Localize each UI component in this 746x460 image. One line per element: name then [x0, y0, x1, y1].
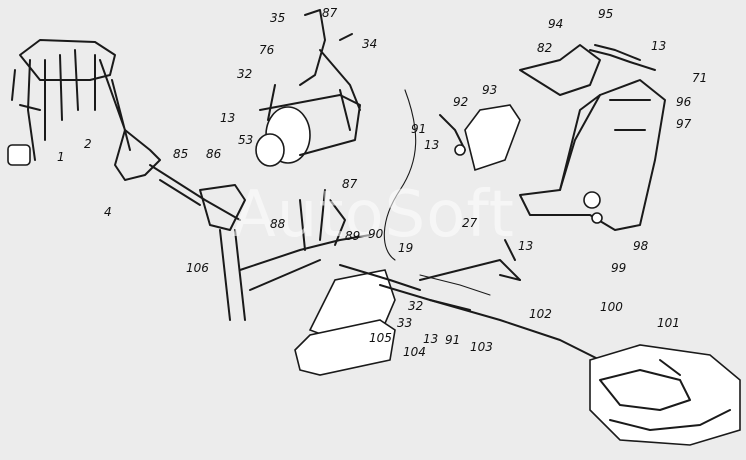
callout-95: 95: [598, 7, 614, 21]
callout-86: 86: [206, 147, 222, 161]
callout-13-rod: 13: [518, 239, 534, 253]
middle-shaft: [199, 184, 371, 321]
callout-32: 32: [237, 67, 253, 81]
callout-85: 85: [173, 147, 189, 161]
callout-103: 103: [470, 340, 493, 354]
mounting-bracket: [519, 44, 666, 231]
callout-96: 96: [676, 95, 692, 109]
lever-and-bracket: [114, 129, 241, 221]
callout-13-fork: 13: [424, 138, 440, 152]
callout-89: 89: [345, 229, 361, 243]
callout-27: 27: [462, 216, 478, 230]
callout-94: 94: [548, 17, 564, 31]
callout-87-lower: 87: [342, 177, 358, 191]
callout-71: 71: [692, 71, 708, 85]
callout-97: 97: [676, 117, 692, 131]
callout-32-lower: 32: [408, 299, 424, 313]
callout-2: 2: [84, 137, 92, 151]
callout-93: 93: [482, 83, 498, 97]
callout-76: 76: [259, 43, 275, 57]
callout-98: 98: [633, 239, 649, 253]
callout-91: 91: [411, 122, 427, 136]
callout-104: 104: [403, 345, 426, 359]
callout-35: 35: [270, 11, 286, 25]
upper-shaft-assembly: [255, 9, 361, 167]
callout-19: 19: [398, 241, 414, 255]
callout-92: 92: [453, 95, 469, 109]
callout-4: 4: [104, 205, 112, 219]
bell-housing: [294, 264, 471, 376]
callout-105: 105: [369, 331, 392, 345]
callout-91-lower: 91: [445, 333, 461, 347]
callout-53: 53: [238, 133, 254, 147]
callout-82: 82: [537, 41, 553, 55]
callout-33: 33: [397, 316, 413, 330]
callout-13-lower: 13: [423, 332, 439, 346]
pedal-bracket-assembly: [7, 39, 131, 166]
callout-87: 87: [322, 6, 338, 20]
callout-88: 88: [270, 217, 286, 231]
callout-1: 1: [57, 150, 65, 164]
callout-106: 106: [186, 261, 209, 275]
callout-99: 99: [611, 261, 627, 275]
callout-101: 101: [657, 316, 680, 330]
shift-fork: [439, 104, 521, 172]
callout-34: 34: [362, 37, 378, 51]
callout-100: 100: [600, 300, 623, 314]
cab-base: [589, 344, 741, 446]
callout-13: 13: [220, 111, 236, 125]
callout-90: 90: [368, 227, 384, 241]
callout-13-right: 13: [651, 39, 667, 53]
callout-102: 102: [529, 307, 552, 321]
